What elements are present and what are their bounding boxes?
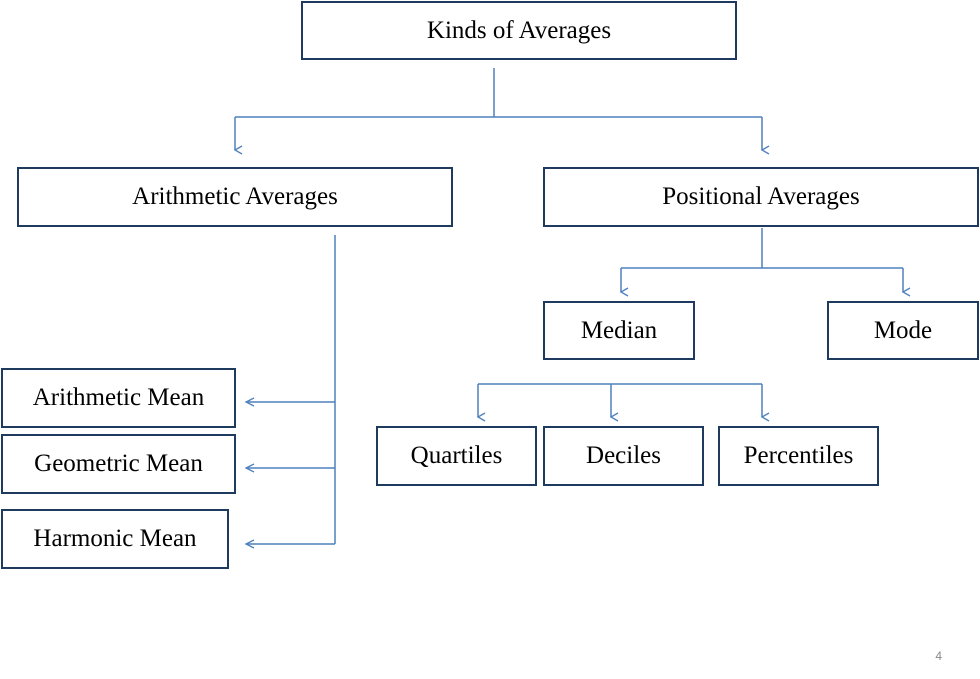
node-harmonic-mean: Harmonic Mean: [1, 509, 229, 569]
node-arithmetic-mean: Arithmetic Mean: [1, 368, 236, 428]
node-median: Median: [543, 301, 695, 360]
page-number: 4: [935, 649, 942, 663]
node-kinds-of-averages: Kinds of Averages: [301, 1, 737, 60]
node-quartiles: Quartiles: [376, 426, 537, 486]
node-mode: Mode: [827, 301, 979, 360]
node-positional-averages: Positional Averages: [543, 167, 979, 227]
node-arithmetic-averages: Arithmetic Averages: [17, 167, 453, 227]
node-geometric-mean: Geometric Mean: [1, 434, 236, 494]
node-deciles: Deciles: [543, 426, 704, 486]
node-percentiles: Percentiles: [718, 426, 879, 486]
